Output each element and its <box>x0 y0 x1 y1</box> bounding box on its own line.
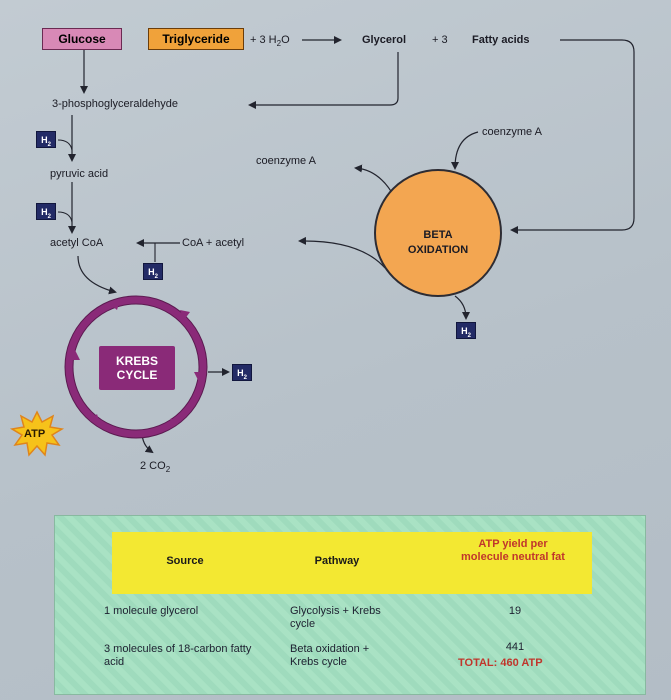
arrow-fatty-acids-to-beta <box>510 39 635 234</box>
plus-3-water-text: + 3 H <box>250 34 277 46</box>
coenzyme-a-out-label: coenzyme A <box>256 155 316 167</box>
row1-pathway: Glycolysis + Krebs cycle <box>290 605 381 630</box>
h2-letter-3: H <box>148 267 155 277</box>
h2-box-1: H2 <box>36 131 56 148</box>
h2-sub-3: 2 <box>154 273 158 280</box>
co2-text: 2 CO <box>140 460 166 472</box>
arrow-beta-to-h2 <box>454 295 470 320</box>
plus-3-label: + 3 <box>432 34 448 46</box>
h2-letter-1: H <box>41 135 48 145</box>
h2-box-beta: H2 <box>456 322 476 339</box>
coenzyme-a-in-label: coenzyme A <box>482 126 542 138</box>
total-atp: TOTAL: 460 ATP <box>458 657 543 669</box>
header-pathway: Pathway <box>314 555 360 567</box>
arrow-beta-to-acetyl <box>298 236 386 269</box>
h2-letter-2: H <box>41 207 48 217</box>
h2-sub-beta: 2 <box>467 332 471 339</box>
acetyl-coa-label: acetyl CoA <box>50 237 104 249</box>
krebs-cycle-label: KREBS CYCLE <box>99 346 175 390</box>
h2-letter-beta: H <box>461 326 468 336</box>
beta-oxidation-circle <box>374 169 502 297</box>
row2-pathway: Beta oxidation + Krebs cycle <box>290 643 370 668</box>
beta-oxidation-label: BETA OXIDATION <box>378 228 498 258</box>
glucose-box: Glucose <box>42 28 122 50</box>
beta-line-2: OXIDATION <box>407 244 469 256</box>
row2-atp: 441 <box>505 641 525 653</box>
atp-label: ATP <box>24 428 46 440</box>
triglyceride-box: Triglyceride <box>148 28 244 50</box>
krebs-line-2: CYCLE <box>116 368 158 382</box>
water-o-text: O <box>281 34 290 46</box>
h2-sub-krebs: 2 <box>243 374 247 381</box>
h2-box-3: H2 <box>143 263 163 280</box>
atp-yield-table-header <box>112 532 592 594</box>
h2-letter-krebs: H <box>237 368 244 378</box>
arrow-glycerol-to-pgal <box>248 52 399 109</box>
krebs-arrow-2 <box>194 372 204 382</box>
pgal-label: 3-phosphoglyceraldehyde <box>52 98 178 110</box>
row1-source: 1 molecule glycerol <box>104 605 199 617</box>
krebs-arrow-3 <box>168 418 178 428</box>
row2-source: 3 molecules of 18-carbon fatty acid <box>104 643 252 668</box>
h2-sub-2: 2 <box>47 213 51 220</box>
coa-plus-acetyl-label: CoA + acetyl <box>182 237 245 249</box>
header-source: Source <box>166 555 204 567</box>
water-label: + 3 H2O <box>250 34 290 50</box>
co2-subscript: 2 <box>165 465 171 475</box>
krebs-arrow-1 <box>180 310 190 320</box>
co2-label: 2 CO2 <box>140 460 170 476</box>
krebs-ring-arrows <box>70 300 204 428</box>
row1-atp: 19 <box>508 605 522 617</box>
atp-star <box>9 410 65 457</box>
arrow-acetyl-to-krebs <box>77 255 117 295</box>
glycerol-label: Glycerol <box>362 34 407 46</box>
header-atp-yield: ATP yield per molecule neutral fat <box>461 538 565 563</box>
beta-line-1: BETA <box>423 229 453 241</box>
krebs-text: KREBS CYCLE <box>116 354 158 382</box>
h2-box-krebs: H2 <box>232 364 252 381</box>
branch-h2-2 <box>57 211 73 223</box>
krebs-ring-inner-outline <box>72 303 200 431</box>
h2-box-2: H2 <box>36 203 56 220</box>
branch-h2-1 <box>57 139 73 151</box>
krebs-ring-outline <box>64 295 208 439</box>
krebs-arrow-5 <box>70 350 80 360</box>
krebs-arrow-6 <box>110 300 120 310</box>
fatty-acids-label: Fatty acids <box>472 34 530 46</box>
krebs-ring <box>65 296 207 438</box>
water-subscript: 2 <box>276 39 282 49</box>
h2-sub-1: 2 <box>47 141 51 148</box>
krebs-arrow-4 <box>90 414 100 424</box>
krebs-line-1: KREBS <box>115 354 158 368</box>
pyruvic-acid-label: pyruvic acid <box>50 168 109 180</box>
arrow-coenzyme-to-beta <box>451 131 479 170</box>
